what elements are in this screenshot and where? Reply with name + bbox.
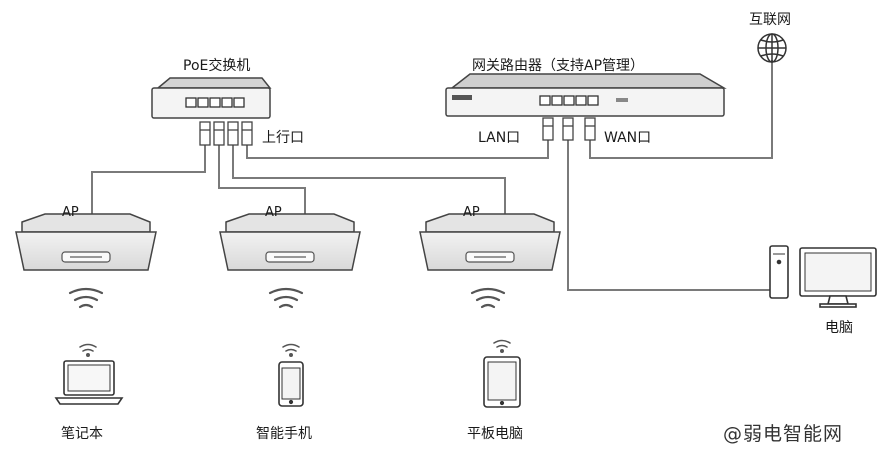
cables	[91, 60, 773, 291]
access-point-2	[219, 213, 361, 271]
wifi-signal-icon	[68, 287, 506, 309]
ap1-label: AP	[62, 205, 79, 220]
lan-port-label: LAN口	[478, 130, 521, 146]
monitor-icon	[799, 247, 877, 308]
poe-switch	[151, 77, 272, 119]
laptop-icon	[54, 360, 124, 405]
client-wifi-icon	[79, 339, 511, 357]
poe-switch-label: PoE交换机	[183, 58, 251, 74]
laptop-label: 笔记本	[61, 426, 103, 442]
pc-tower-icon	[769, 245, 789, 299]
router-label: 网关路由器（支持AP管理）	[472, 58, 645, 74]
uplink-port-label: 上行口	[262, 130, 304, 146]
smartphone-label: 智能手机	[256, 426, 312, 442]
access-point-3	[419, 213, 561, 271]
cable-switch-to-ap3	[232, 145, 506, 218]
smartphone-icon	[278, 361, 304, 407]
pc-label: 电脑	[825, 320, 853, 336]
wan-port-label: WAN口	[604, 130, 652, 146]
internet-label: 互联网	[749, 12, 791, 28]
gateway-router	[445, 73, 727, 117]
cable-switch-to-ap2	[218, 145, 306, 218]
cable-router-to-pc	[567, 140, 770, 291]
tablet-label: 平板电脑	[467, 426, 523, 442]
cable-switch-to-ap1	[91, 145, 206, 218]
cable-wan-to-internet	[589, 60, 773, 159]
ap2-label: AP	[265, 205, 282, 220]
tablet-icon	[483, 356, 521, 408]
access-point-1	[15, 213, 157, 271]
cable-uplink-to-lan	[246, 140, 549, 159]
ap3-label: AP	[463, 205, 480, 220]
switch-plugs	[199, 121, 253, 146]
watermark: @弱电智能网	[723, 423, 844, 445]
globe-icon	[757, 33, 787, 63]
router-plugs	[542, 117, 596, 141]
